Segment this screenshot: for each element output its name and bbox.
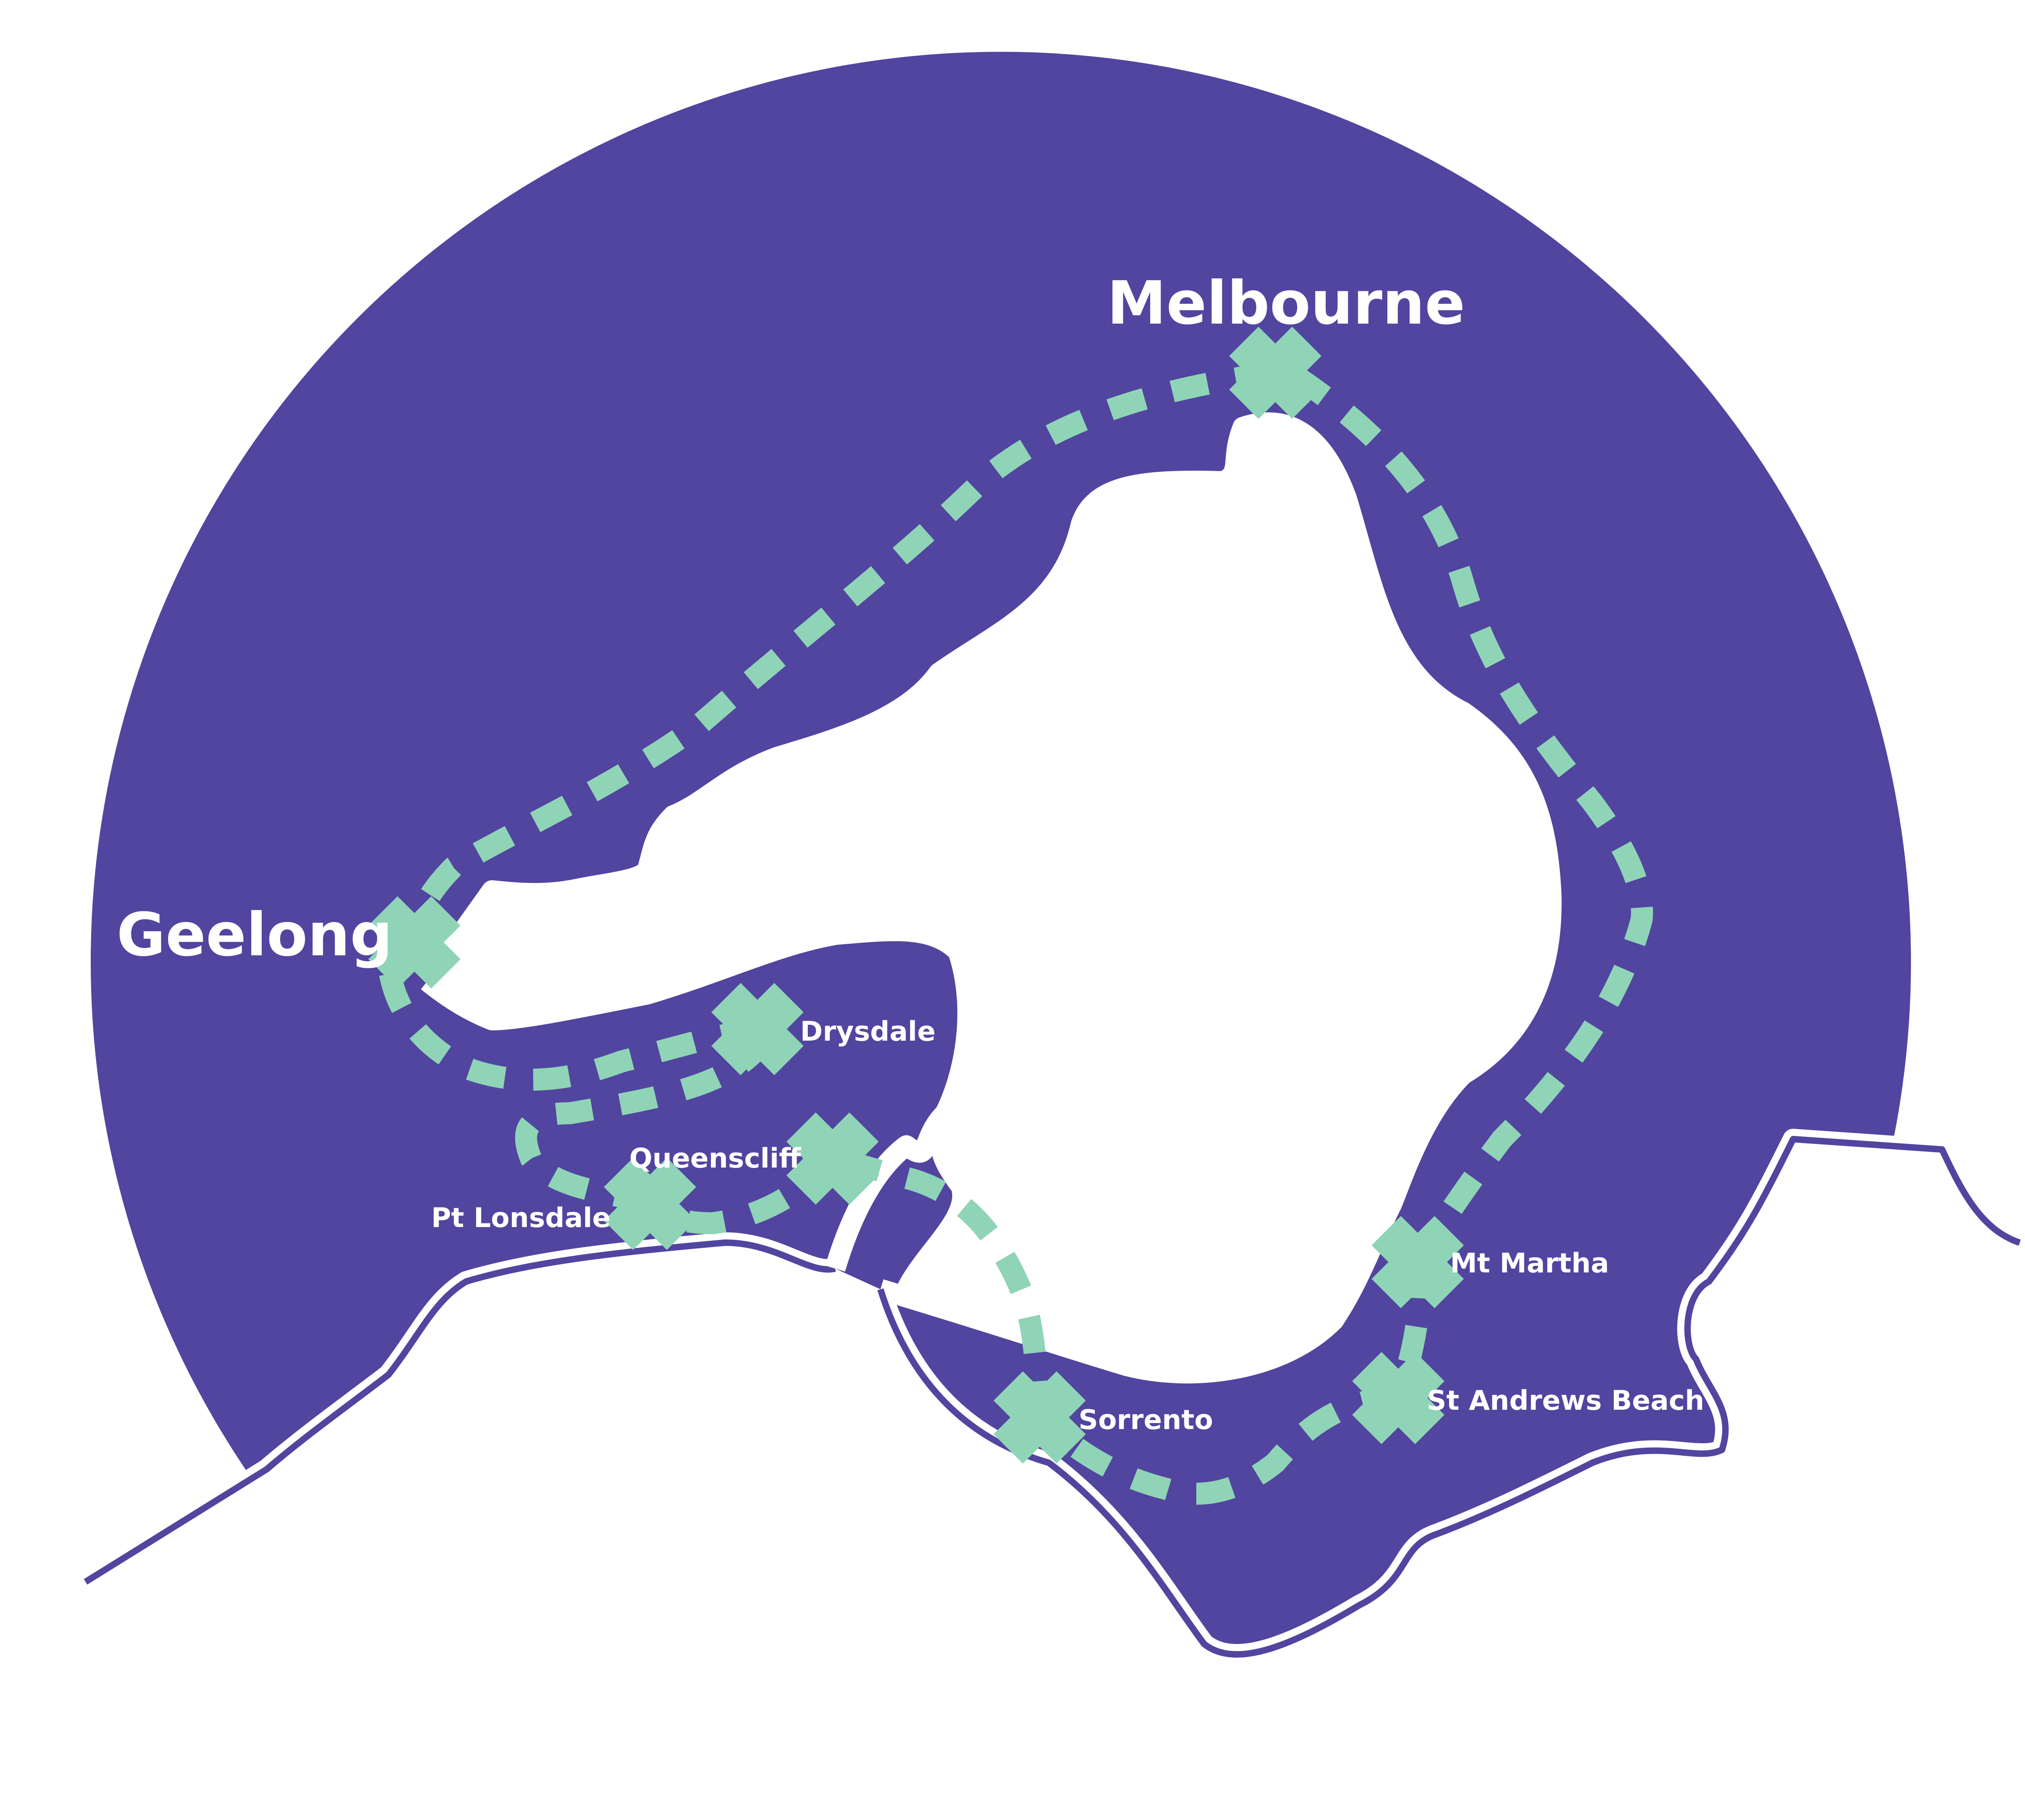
marker-pt-lonsdale[interactable] — [604, 1158, 696, 1250]
marker-st-andrews-beach[interactable] — [1352, 1351, 1444, 1444]
label-geelong: Geelong — [117, 900, 392, 970]
label-pt-lonsdale: Pt Lonsdale — [431, 1202, 610, 1234]
port-phillip-bay — [427, 422, 1551, 1373]
label-mt-martha: Mt Martha — [1450, 1247, 1609, 1279]
marker-geelong[interactable] — [368, 896, 461, 989]
marker-queenscliff[interactable] — [786, 1112, 879, 1205]
marker-mt-martha[interactable] — [1371, 1216, 1464, 1309]
label-queenscliff: Queenscliff — [629, 1143, 802, 1174]
marker-drysdale[interactable] — [711, 983, 804, 1076]
coastline — [80, 412, 2023, 1665]
southern-sea — [0, 1139, 2025, 1820]
marker-melbourne[interactable] — [1229, 327, 1322, 419]
label-sorrento: Sorrento — [1079, 1404, 1213, 1436]
label-st-andrews-beach: St Andrews Beach — [1427, 1385, 1705, 1416]
marker-sorrento[interactable] — [993, 1371, 1086, 1464]
label-melbourne: Melbourne — [1107, 268, 1465, 338]
label-drysdale: Drysdale — [800, 1016, 936, 1047]
